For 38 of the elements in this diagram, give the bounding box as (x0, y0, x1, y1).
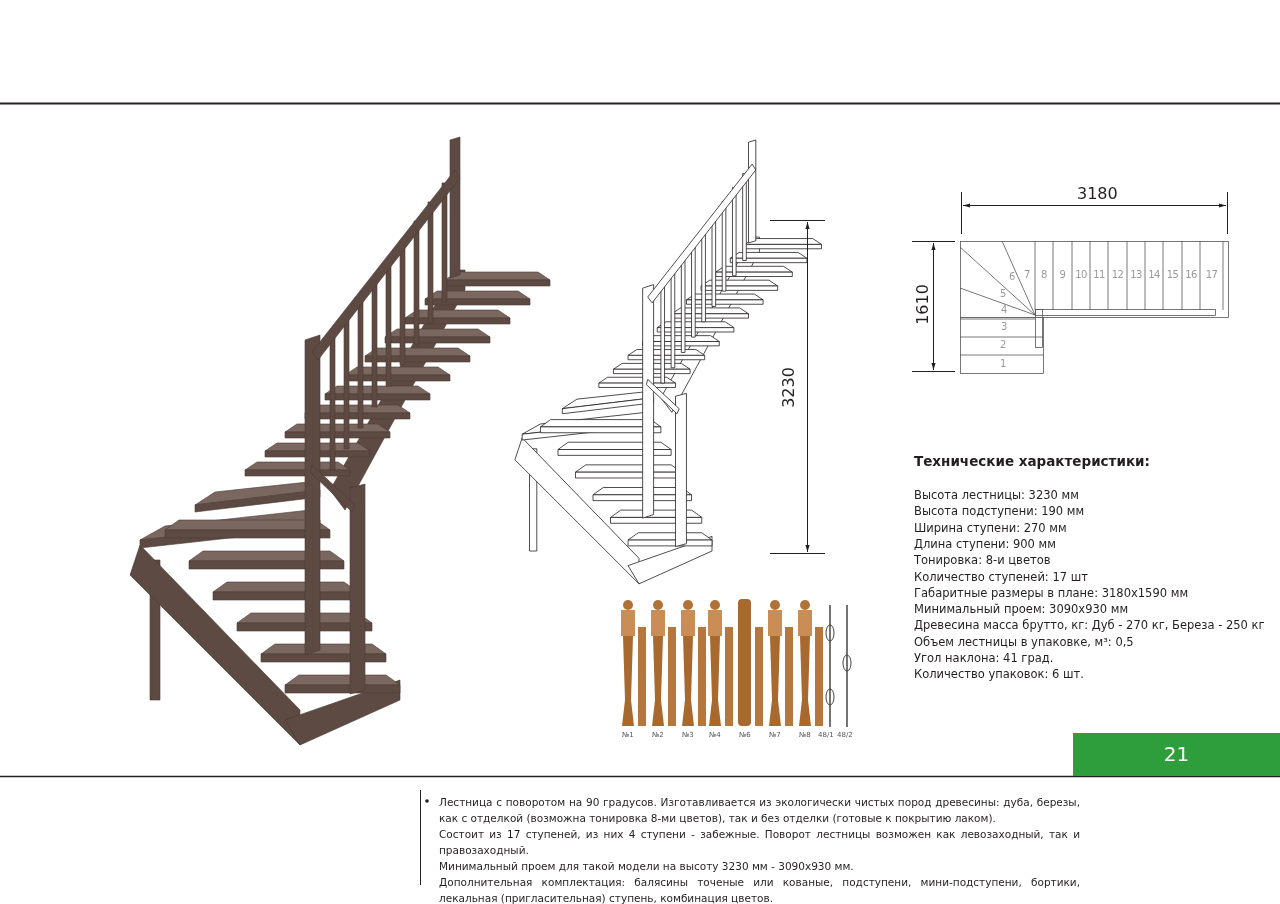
spec-line: Древесина масса брутто, кг: Дуб - 270 кг, Береза - 250 кг (914, 618, 1265, 633)
spec-line: Высота лестницы: 3230 мм (914, 488, 1079, 502)
step-number: 13 (1130, 269, 1142, 280)
page-number: 21 (1073, 733, 1280, 776)
step-number: 6 (1009, 271, 1015, 282)
description-text: Лестница с поворотом на 90 градусов. Изготавливается из экологически чистых пород древесины: дуба, березы, как с отделкой (возможна тонировка 8-ми цветов), так и без отделки (готовые к покрытию лаком). (439, 795, 1080, 826)
step-number: 9 (1059, 269, 1066, 280)
dimension-label: 1610 (912, 284, 932, 325)
description-text: Минимальный проем для такой модели на высоту 3230 мм - 3090х930 мм. (439, 859, 855, 874)
step-number: 16 (1185, 269, 1197, 280)
spec-line: Количество ступеней: 17 шт (914, 569, 1088, 584)
description-text: Дополнительная комплектация: балясины точеные или кованые, подступени, мини-подступени, бортики, лекальная (пригласительная) ступень, комбинация цветов. (439, 875, 1080, 904)
spec-line: Длина ступени: 900 мм (914, 536, 1056, 551)
step-number: 2 (1000, 339, 1006, 350)
spec-line: Габаритные размеры в плане: 3180х1590 мм (914, 585, 1189, 600)
dimension-label: 3180 (1077, 184, 1118, 203)
step-number: 7 (1024, 269, 1030, 280)
spec-line: Ширина ступени: 270 мм (914, 520, 1067, 535)
spec-line: Минимальный проем: 3090х930 мм (914, 602, 1129, 617)
step-number: 17 (1205, 269, 1218, 280)
step-number: 15 (1166, 269, 1179, 280)
step-number: 1 (1000, 358, 1006, 369)
specs-heading: Технические характеристики: (914, 453, 1150, 469)
step-number: 12 (1111, 269, 1124, 280)
spec-line: Объем лестницы в упаковке, м³: 0,5 (914, 634, 1134, 649)
spec-line: Угол наклона: 41 град. (914, 651, 1054, 665)
step-number: 11 (1093, 269, 1105, 280)
spec-line: Высота подступени: 190 мм (914, 504, 1085, 519)
step-number: 5 (1000, 288, 1006, 299)
step-number: 4 (1001, 304, 1007, 315)
step-number: 3 (1001, 321, 1007, 332)
spec-line: Тонировка: 8-и цветов (914, 553, 1051, 568)
dimension-label: 3230 (778, 367, 798, 408)
spec-line: Количество упаковок: 6 шт. (914, 667, 1084, 682)
step-number: 10 (1075, 269, 1087, 280)
step-number: 8 (1041, 269, 1047, 280)
step-number: 14 (1148, 269, 1160, 280)
description-text: Состоит из 17 ступеней, из них 4 ступени - забежные. Поворот лестницы возможен как левозаходный, так и правозаходный. (439, 827, 1080, 858)
